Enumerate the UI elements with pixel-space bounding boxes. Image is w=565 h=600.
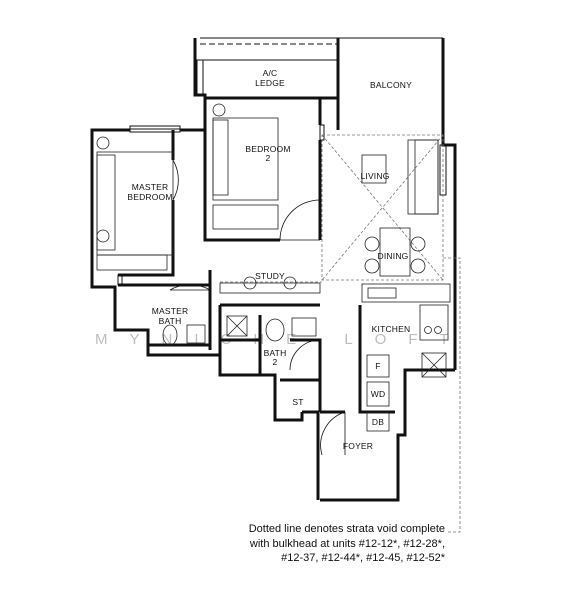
- master-bath-label-2: BATH: [159, 316, 182, 326]
- master-bath-label: MASTER: [152, 306, 189, 316]
- note-line-2: with bulkhead at units #12-12*, #12-28*,: [249, 537, 445, 550]
- foyer-label: FOYER: [343, 441, 373, 451]
- st-label: ST: [292, 397, 303, 407]
- living-label: LIVING: [360, 171, 389, 181]
- doors: [169, 159, 346, 456]
- bath2-label-2: 2: [273, 357, 278, 367]
- master-bedroom-label: MASTER: [132, 182, 169, 192]
- note-line-1: Dotted line denotes strata void complete: [248, 523, 445, 535]
- bedroom2-label: BEDROOM: [245, 144, 290, 154]
- furniture: [96, 103, 451, 432]
- room-labels: A/C LEDGE BALCONY BEDROOM 2 MASTER BEDRO…: [127, 68, 412, 451]
- walls: [90, 38, 457, 502]
- dining-label: DINING: [378, 251, 409, 261]
- strata-void: [220, 134, 461, 533]
- fridge-label: F: [375, 361, 380, 371]
- balcony-label: BALCONY: [370, 80, 412, 90]
- wd-label: WD: [371, 389, 386, 399]
- ac-ledge-label-2: LEDGE: [255, 78, 285, 88]
- bath2-label: BATH: [264, 348, 287, 358]
- strata-void-note: Dotted line denotes strata void complete…: [145, 522, 445, 566]
- top-ledge: [200, 37, 443, 61]
- bedroom2-label-2: 2: [266, 153, 271, 163]
- ac-ledge-label: A/C: [263, 68, 278, 78]
- kitchen-label: KITCHEN: [372, 324, 411, 334]
- note-line-3: #12-37, #12-44*, #12-45, #12-52*: [281, 552, 445, 564]
- master-bedroom-label-2: BEDROOM: [127, 192, 172, 202]
- study-label: STUDY: [255, 271, 285, 281]
- db-label: DB: [372, 417, 384, 427]
